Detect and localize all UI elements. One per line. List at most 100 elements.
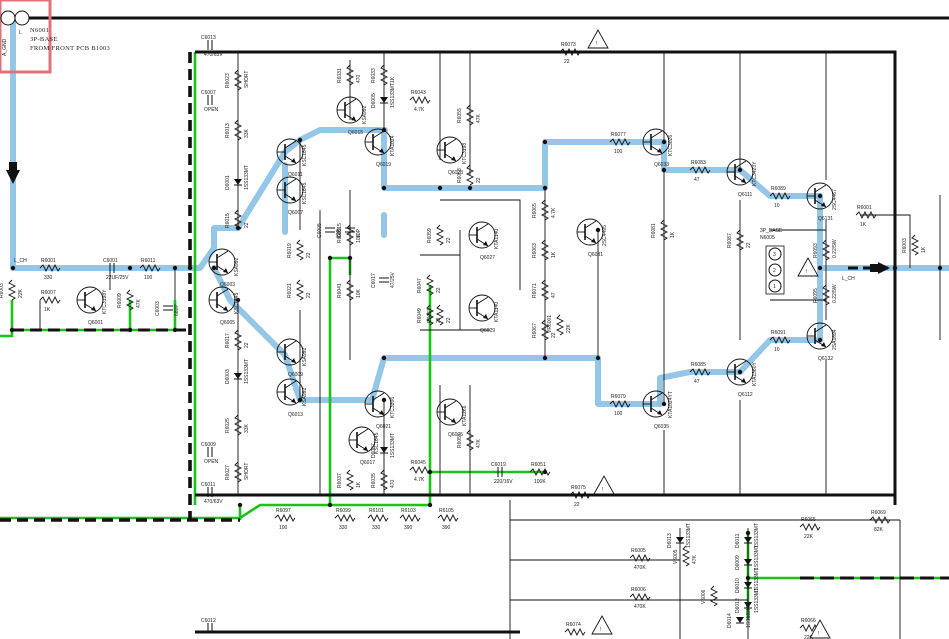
label-value-r6087: 22 xyxy=(746,242,752,248)
label-ref-r6006: R6006 xyxy=(631,587,646,593)
svg-text:1: 1 xyxy=(773,284,776,290)
component-r6043 xyxy=(409,95,431,105)
label-value-q6007: KSC1845 xyxy=(302,182,308,204)
label-ref-r6087: R6087 xyxy=(727,233,733,248)
label-ref-vr6001: VR6001 xyxy=(547,315,553,333)
component-q6017 xyxy=(348,426,376,454)
label-ref-q6025: Q6025 xyxy=(448,432,463,438)
label-value-r6093: 0.22/5W xyxy=(832,239,838,258)
component-r6035 xyxy=(379,469,389,491)
svg-text:2: 2 xyxy=(773,268,776,274)
signal-path-highlight xyxy=(10,17,949,407)
component-c6005 xyxy=(325,227,335,233)
label-ref-q6011: Q6011 xyxy=(288,172,303,178)
label-value-r6099: 330 xyxy=(339,525,348,531)
component-r6087 xyxy=(735,229,745,251)
component-d6012 xyxy=(744,602,752,609)
component-r6033 xyxy=(379,64,389,86)
label-ref-q6003: Q6003 xyxy=(220,282,235,288)
label-ref-q6019: Q6019 xyxy=(376,162,391,168)
label-ref-r6007: R6007 xyxy=(41,290,56,296)
label-value-r6105: 390 xyxy=(442,525,451,531)
output-connector-n6005: 3P_BASE N6005 3 2 1 L_CH xyxy=(760,228,890,295)
label-ref-r6005: R6005 xyxy=(631,548,646,554)
component-d6011 xyxy=(744,537,752,544)
label-value-r6005: 470K xyxy=(634,565,646,571)
component-r6073 xyxy=(559,47,581,57)
label-value-r6037: 1K xyxy=(356,481,362,488)
label-ref-r6081: R6081 xyxy=(651,223,657,238)
connector-source: FROM FRONT PCB B1003 xyxy=(30,45,110,52)
label-ref-r6051: R6051 xyxy=(531,462,546,468)
label-ref-r6066: R6066 xyxy=(801,618,816,624)
component-c6011 xyxy=(207,487,213,497)
label-value-c6017: 47/25V xyxy=(390,271,396,288)
component-r6003 xyxy=(7,279,17,301)
component-v6005 xyxy=(681,545,691,567)
component-r6001 xyxy=(39,263,61,273)
label-value-r6075: 22 xyxy=(574,502,580,508)
label-ref-r6105: R6105 xyxy=(439,508,454,514)
label-value-q6029: KTA1140 xyxy=(494,302,500,322)
component-c6013 xyxy=(207,40,213,50)
label-value-q6027: KTA1140 xyxy=(494,229,500,249)
label-value-r6063: 1K xyxy=(551,251,557,258)
label-value-q6001: KTC3198Y xyxy=(102,289,108,314)
label-ref-r6073: R6073 xyxy=(561,42,576,48)
input-net-label: L_CH xyxy=(14,258,27,264)
component-d6009 xyxy=(744,559,752,566)
label-value-r6081: 1K xyxy=(670,231,676,238)
label-value-r6053: 22 xyxy=(476,177,482,183)
label-value-r6023: SHORT xyxy=(244,71,250,88)
component-c6007 xyxy=(207,95,213,105)
component-labels: C6013470/63VC6011470/63VC6009OPENC6007OP… xyxy=(0,35,927,639)
label-ref-r6031: R6031 xyxy=(337,68,343,83)
component-r6095 xyxy=(821,284,831,306)
component-q6023 xyxy=(436,136,464,164)
component-c6003 xyxy=(163,305,173,311)
component-q6001 xyxy=(76,286,104,314)
component-q6007 xyxy=(276,176,304,204)
label-ref-q6001: Q6001 xyxy=(88,320,103,326)
label-value-r6095: 0.22/5W xyxy=(832,284,838,303)
label-value-d6014: 1SS133MT xyxy=(746,603,752,628)
component-q6013 xyxy=(276,378,304,406)
component-c6015 xyxy=(345,227,355,233)
label-value-r6059: 22 xyxy=(446,237,452,243)
label-value-q6031: 2SC4495 xyxy=(602,225,608,246)
output-net-label: L_CH xyxy=(842,276,855,282)
label-value-c6019: 220/16V xyxy=(494,479,513,485)
label-value-r6015: 22 xyxy=(244,222,250,228)
label-value-r6066: 22K xyxy=(804,635,814,639)
component-r6051 xyxy=(529,467,551,477)
label-value-r6065b: 22K xyxy=(804,534,814,540)
label-ref-r6067: R6067 xyxy=(532,323,538,338)
label-value-r6039: 10K xyxy=(356,233,362,243)
label-ref-r6017: R6017 xyxy=(225,333,231,348)
label-value-d6007: 1SS133MT xyxy=(390,433,396,458)
label-value-d6005: 1SS133MT xyxy=(390,83,396,108)
label-value-r6001: 330 xyxy=(44,275,53,281)
label-ref-q6005: Q6005 xyxy=(220,320,235,326)
label-ref-r6091: R6091 xyxy=(771,330,786,336)
label-ref-r6041: R6041 xyxy=(337,283,343,298)
label-ref-q6009: Q6009 xyxy=(288,372,303,378)
label-value-r6003b: 1K xyxy=(921,246,927,253)
label-ref-r6027: R6027 xyxy=(225,465,231,480)
component-r6021 xyxy=(295,279,305,301)
label-value-c6011: 470/63V xyxy=(204,499,223,505)
label-ref-r6035: R6035 xyxy=(371,473,377,488)
component-q6019 xyxy=(364,128,392,156)
label-ref-r6097: R6097 xyxy=(276,508,291,514)
label-ref-q6031: Q6031 xyxy=(588,252,603,258)
label-value-d6011: 1SS133MT xyxy=(754,523,760,548)
label-ref-c6007: C6007 xyxy=(201,90,216,96)
label-ref-r6053: R6053 xyxy=(457,168,463,183)
label-ref-r6033: R6033 xyxy=(371,68,377,83)
component-r6023 xyxy=(233,69,243,91)
label-value-vr6001: 22K xyxy=(566,323,572,333)
label-value-q6017: KSC1845 xyxy=(374,432,380,454)
label-ref-q6131: Q6131 xyxy=(818,216,833,222)
label-value-q6021: KTC3206 xyxy=(390,397,396,418)
label-ref-c6009: C6009 xyxy=(201,442,216,448)
